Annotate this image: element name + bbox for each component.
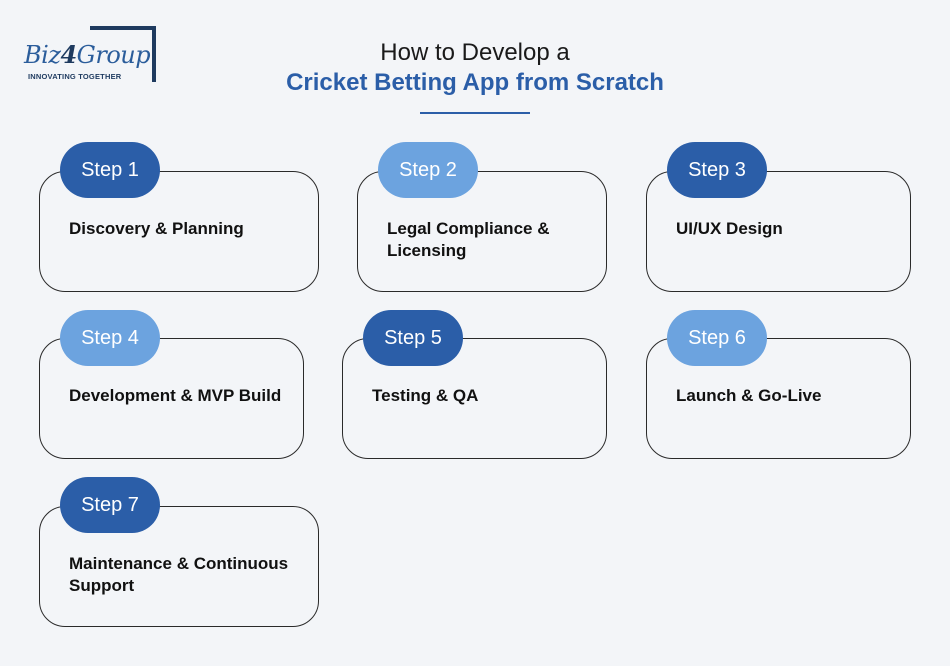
step-4-badge: Step 4 bbox=[60, 310, 160, 366]
step-5-text: Testing & QA bbox=[372, 386, 479, 405]
logo-wordmark: Biz4Group bbox=[24, 40, 151, 69]
step-7-badge: Step 7 bbox=[60, 477, 160, 533]
step-3-text: UI/UX Design bbox=[676, 219, 783, 238]
step-6-text: Launch & Go-Live bbox=[676, 386, 822, 405]
logo-word-4: 4 bbox=[60, 40, 77, 69]
logo-tagline: INNOVATING TOGETHER bbox=[28, 72, 122, 81]
step-card-6: Launch & Go-Live bbox=[646, 338, 911, 459]
title-line-2: Cricket Betting App from Scratch bbox=[286, 69, 664, 96]
title-underline bbox=[420, 112, 530, 114]
step-1-badge: Step 1 bbox=[60, 142, 160, 198]
page-title: How to Develop a Cricket Betting App fro… bbox=[0, 38, 950, 98]
step-3-badge: Step 3 bbox=[667, 142, 767, 198]
brand-logo: Biz4Group INNOVATING TOGETHER bbox=[22, 26, 162, 86]
step-6-badge: Step 6 bbox=[667, 310, 767, 366]
step-2-badge: Step 2 bbox=[378, 142, 478, 198]
step-5-badge: Step 5 bbox=[363, 310, 463, 366]
step-4-text: Development & MVP Build bbox=[69, 386, 282, 405]
logo-word-biz: Biz bbox=[24, 41, 61, 69]
step-7-text: Maintenance & Continuous Support bbox=[69, 554, 289, 595]
step-2-text: Legal Compliance & Licensing bbox=[387, 219, 550, 260]
title-line-1: How to Develop a bbox=[380, 39, 570, 66]
logo-frame bbox=[90, 26, 156, 82]
step-1-text: Discovery & Planning bbox=[69, 219, 244, 238]
logo-word-group: Group bbox=[76, 41, 151, 69]
step-card-3: UI/UX Design bbox=[646, 171, 911, 292]
